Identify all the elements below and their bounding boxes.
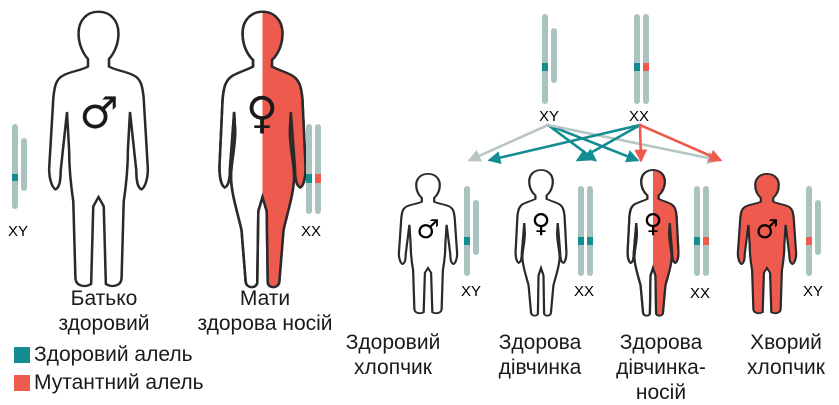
child3-symbol: ♀	[643, 209, 662, 239]
child1-chromosomes: XY	[461, 186, 481, 300]
mother-label: Мати здорова носій	[190, 286, 340, 336]
male-symbol: ♂	[79, 88, 118, 139]
father-karyotype: XY	[8, 223, 28, 240]
arrow-mother-xm-to-girl2	[640, 125, 641, 160]
child4-chromosomes: XY	[803, 186, 823, 300]
child4-label-line1: Хворий	[736, 330, 836, 355]
healthy-swatch	[14, 347, 30, 363]
mother-label-line2: здорова носій	[190, 311, 340, 336]
arrow-mother-x-to-boy1	[490, 125, 640, 160]
child4-label-line2: хлопчик	[736, 355, 836, 380]
father-label-line2: здоровий	[44, 311, 164, 336]
child1-label: Здоровий хлопчик	[338, 330, 448, 380]
mother-label-line1: Мати	[190, 286, 340, 311]
cross-father-karyotype: XY	[539, 108, 559, 125]
child3-chromosomes: XX	[690, 186, 710, 302]
child3-label-line2: дівчинка-	[606, 355, 716, 380]
child1-label-line2: хлопчик	[338, 355, 448, 380]
cross-mother-karyotype: XX	[629, 108, 649, 125]
arrow-mother-xm-to-boy2	[640, 125, 720, 160]
child3-label-line1: Здорова	[606, 330, 716, 355]
child-girl-healthy-figure	[516, 170, 567, 316]
female-symbol: ♀	[246, 88, 278, 139]
child3-karyotype: XX	[690, 285, 710, 302]
father-label-line1: Батько	[44, 286, 164, 311]
legend-mutant: Мутантний алель	[14, 371, 204, 395]
mother-karyotype: XX	[301, 223, 321, 240]
legend-healthy-label: Здоровий алель	[34, 343, 193, 367]
legend-healthy: Здоровий алель	[14, 343, 193, 367]
child4-label: Хворий хлопчик	[736, 330, 836, 380]
cross-father-chromosomes: XY	[539, 14, 559, 125]
child2-chromosomes: XX	[574, 186, 594, 300]
child2-label-line2: дівчинка	[485, 355, 595, 380]
father-label: Батько здоровий	[44, 286, 164, 336]
mutant-swatch	[14, 375, 30, 391]
child1-label-line1: Здоровий	[338, 330, 448, 355]
legend-mutant-label: Мутантний алель	[34, 371, 204, 395]
child3-label: Здорова дівчинка- носій	[606, 330, 716, 405]
child1-symbol: ♂	[416, 215, 439, 245]
child3-label-line3: носій	[606, 380, 716, 405]
cross-mother-chromosomes: XX	[629, 14, 649, 125]
father-chromosomes: XY	[8, 124, 28, 240]
mother-figure	[219, 12, 305, 287]
inheritance-arrows	[470, 125, 720, 160]
child-girl-carrier-figure	[628, 170, 679, 316]
child4-karyotype: XY	[803, 283, 823, 300]
child2-label-line1: Здорова	[485, 330, 595, 355]
child1-karyotype: XY	[461, 283, 481, 300]
child2-symbol: ♀	[531, 209, 550, 239]
father-figure	[49, 12, 148, 286]
child4-symbol: ♂	[755, 215, 778, 245]
child2-karyotype: XX	[574, 283, 594, 300]
child2-label: Здорова дівчинка	[485, 330, 595, 380]
